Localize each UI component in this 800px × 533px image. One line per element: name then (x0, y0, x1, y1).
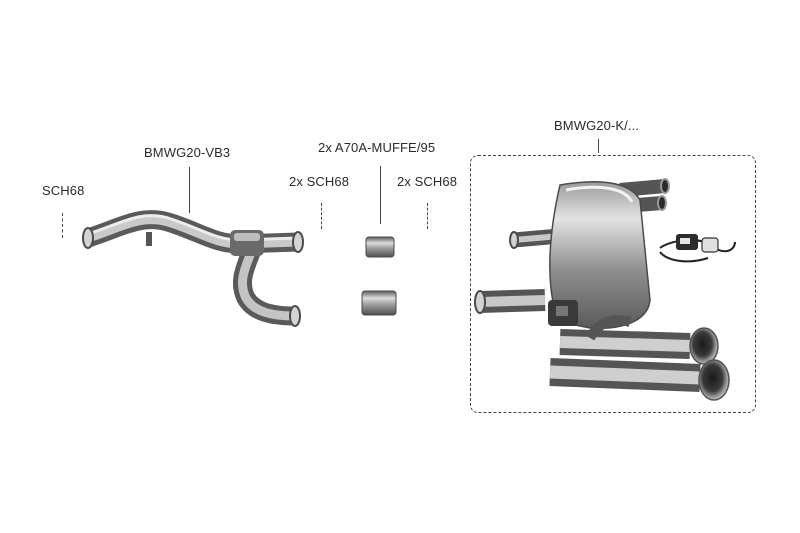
label-muffe: 2x A70A-MUFFE/95 (318, 140, 436, 155)
leader-muffe (380, 166, 381, 224)
label-bmwg20-k: BMWG20-K/... (554, 118, 639, 133)
label-sch68-left: SCH68 (42, 183, 85, 198)
sleeve-upper-image (365, 236, 395, 258)
sleeve-lower-image (361, 290, 397, 316)
leader-bmwg20-k (598, 139, 599, 153)
label-bmwg20-vb3: BMWG20-VB3 (144, 145, 231, 160)
leader-sch68-left (62, 213, 63, 238)
leader-bmwg20-vb3 (189, 167, 190, 213)
rear-silencer-box (470, 155, 756, 413)
label-sch68-mid: 2x SCH68 (289, 174, 350, 189)
leader-sch68-right (427, 203, 428, 229)
leader-sch68-mid (321, 203, 322, 229)
label-sch68-right: 2x SCH68 (397, 174, 458, 189)
